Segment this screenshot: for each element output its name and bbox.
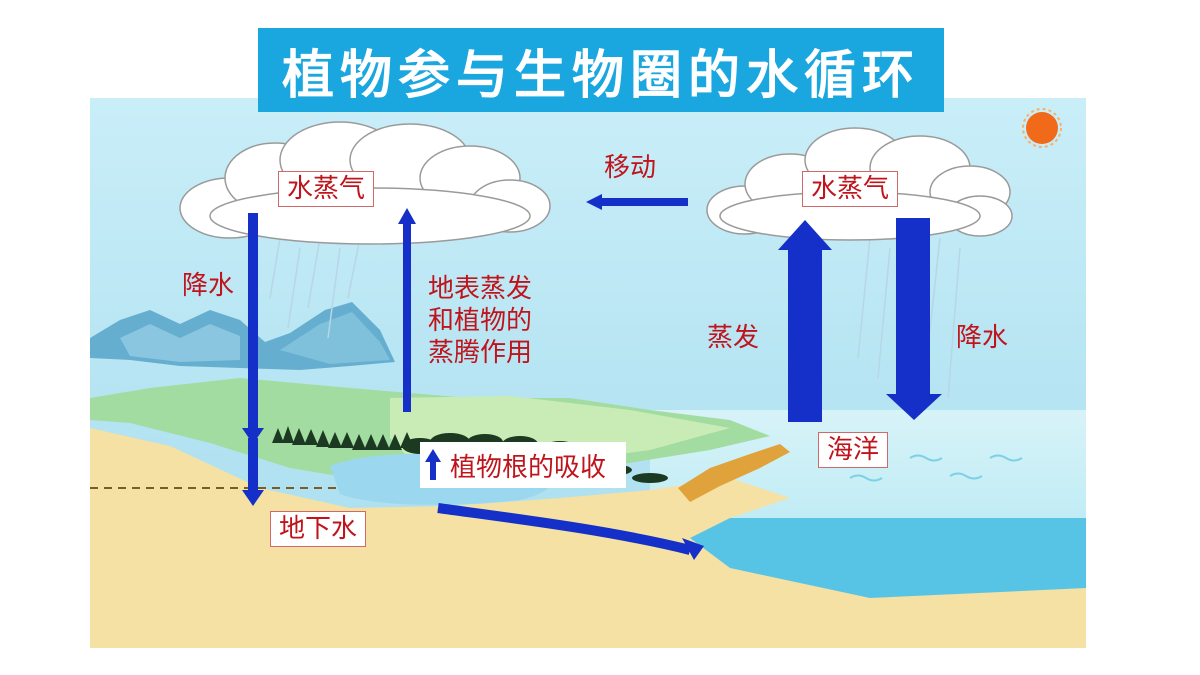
land — [90, 428, 1086, 648]
evap-line-2: 和植物的 — [428, 306, 533, 336]
mountain-icon — [90, 302, 395, 370]
sun-icon — [1022, 108, 1062, 148]
rain-streaks — [269, 237, 961, 399]
ocean-label: 海洋 — [818, 432, 889, 468]
vapor-left-label: 水蒸气 — [278, 171, 375, 207]
groundwater-label: 地下水 — [270, 511, 367, 547]
vapor-right-label: 水蒸气 — [802, 171, 899, 207]
page-title: 植物参与生物圈的水循环 — [281, 45, 920, 106]
up-arrow-icon — [425, 449, 441, 480]
evap-line-1: 地表蒸发 — [428, 274, 533, 304]
precip-right-label: 降水 — [956, 323, 1009, 353]
title-banner: 植物参与生物圈的水循环 — [258, 28, 944, 112]
evap-line-3: 蒸腾作用 — [428, 338, 533, 368]
root-absorption-label: 植物根的吸收 — [420, 442, 626, 488]
arrow-icon — [242, 194, 942, 560]
root-absorption-text: 植物根的吸收 — [450, 452, 607, 483]
move-label: 移动 — [604, 153, 657, 183]
precip-left-label: 降水 — [182, 271, 235, 301]
cliff — [678, 444, 790, 502]
ocean-evap-label: 蒸发 — [707, 323, 760, 353]
water-cycle-scene — [90, 98, 1086, 648]
evap-transpiration-label: 地表蒸发 和植物的 蒸腾作用 — [428, 273, 532, 369]
